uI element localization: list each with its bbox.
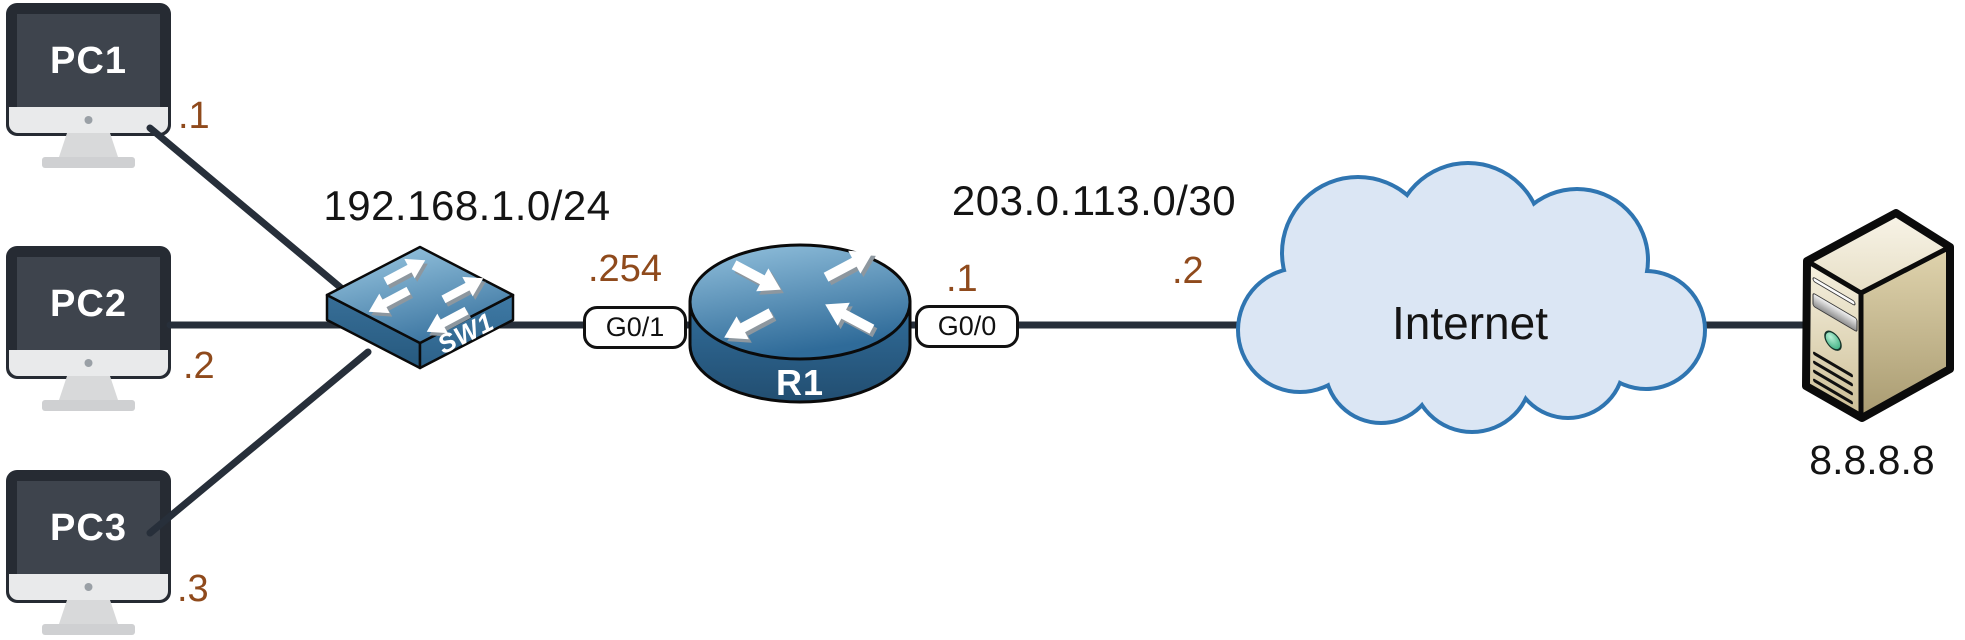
router-lan-ip-label: .254 <box>588 248 662 290</box>
cloud-icon <box>1236 161 1707 434</box>
router-wan-ip-label: .1 <box>946 258 978 300</box>
wan-network-label: 203.0.113.0/30 <box>951 177 1237 224</box>
isp-ip-label: .2 <box>1172 250 1204 292</box>
internet-cloud-label: Internet <box>1392 297 1548 349</box>
pc2-ip-label: .2 <box>183 345 215 387</box>
link-pc1-sw1 <box>146 124 369 312</box>
server-ip-label: 8.8.8.8 <box>1809 437 1935 483</box>
pc1-label: PC1 <box>50 39 127 82</box>
lan-network-label: 192.168.1.0/24 <box>323 182 611 229</box>
router-icon <box>688 240 912 404</box>
power-led-icon <box>1824 330 1842 351</box>
interface-badge-g0-0: G0/0 <box>915 305 1019 348</box>
pc2-label: PC2 <box>50 282 127 325</box>
interface-badge-g0-1: G0/1 <box>583 306 687 349</box>
router-name-label: R1 <box>775 362 825 403</box>
switch-icon <box>325 245 515 370</box>
pc3-label: PC3 <box>50 506 127 549</box>
pc3-ip-label: .3 <box>177 568 209 610</box>
server-front-details <box>1812 277 1858 405</box>
server-tower-icon <box>1802 209 1954 422</box>
link-pc3-sw1 <box>146 348 372 537</box>
pc1-ip-label: .1 <box>178 95 210 137</box>
